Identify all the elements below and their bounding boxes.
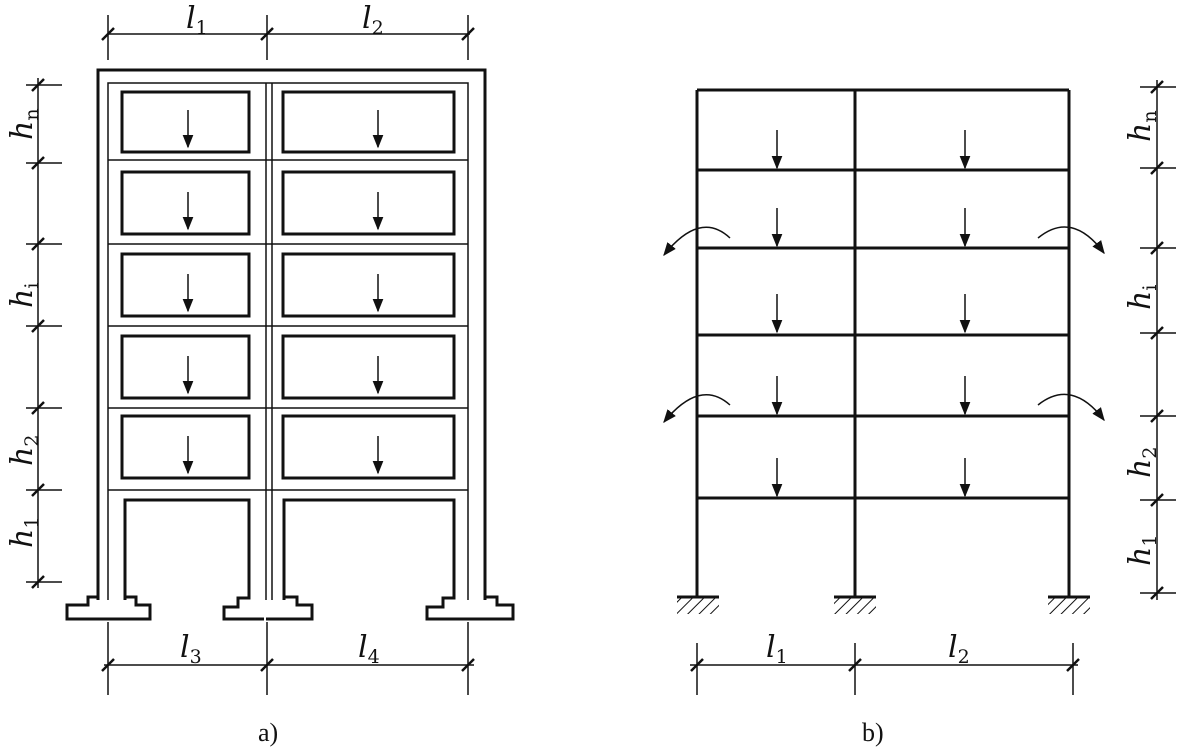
frame-a-bottom-dimension bbox=[101, 622, 475, 695]
span-label-a-l1: l1 bbox=[186, 1, 208, 39]
figure-b: l1 l2 hn hi h2 h1 b) bbox=[663, 80, 1176, 747]
frame-a-footings bbox=[65, 595, 515, 621]
caption-a: a) bbox=[258, 718, 278, 747]
frame-b-supports bbox=[677, 595, 1090, 614]
frame-b-moment-arrows bbox=[663, 226, 1105, 424]
height-label-a-hi: hi bbox=[5, 283, 43, 308]
height-label-a-h1: h1 bbox=[5, 517, 43, 548]
span-label-a-l3: l3 bbox=[180, 630, 202, 668]
span-label-a-l4: l4 bbox=[358, 630, 380, 668]
frame-a-top-dimension bbox=[101, 15, 475, 60]
span-label-b-l2: l2 bbox=[948, 630, 970, 668]
frame-b-load-arrows bbox=[771, 130, 971, 498]
height-label-b-h2: h2 bbox=[1123, 447, 1161, 478]
caption-b: b) bbox=[862, 718, 884, 747]
figure-a: l1 l2 l3 l4 bbox=[5, 1, 515, 747]
height-label-b-h1: h1 bbox=[1123, 535, 1161, 566]
frame-b-height-dimension bbox=[1140, 80, 1176, 600]
height-label-b-hn: hn bbox=[1123, 110, 1161, 142]
frame-a-outer-outline bbox=[96, 68, 487, 600]
height-label-a-hn: hn bbox=[5, 108, 43, 140]
frame-a-openings bbox=[120, 90, 456, 480]
frame-a-inner-outline bbox=[107, 82, 469, 600]
frame-b-columns bbox=[695, 90, 1071, 597]
frame-a-height-dimension bbox=[26, 78, 62, 589]
frame-a-ground-openings bbox=[123, 498, 468, 621]
frame-b-beams bbox=[697, 88, 1069, 500]
height-label-b-hi: hi bbox=[1123, 285, 1161, 310]
frame-a-floors bbox=[108, 159, 468, 491]
span-label-b-l1: l1 bbox=[766, 630, 788, 668]
frame-b-bottom-dimension bbox=[690, 643, 1080, 695]
height-label-a-h2: h2 bbox=[5, 435, 43, 466]
frame-a-load-arrows bbox=[182, 110, 384, 475]
span-label-a-l2: l2 bbox=[362, 1, 384, 39]
